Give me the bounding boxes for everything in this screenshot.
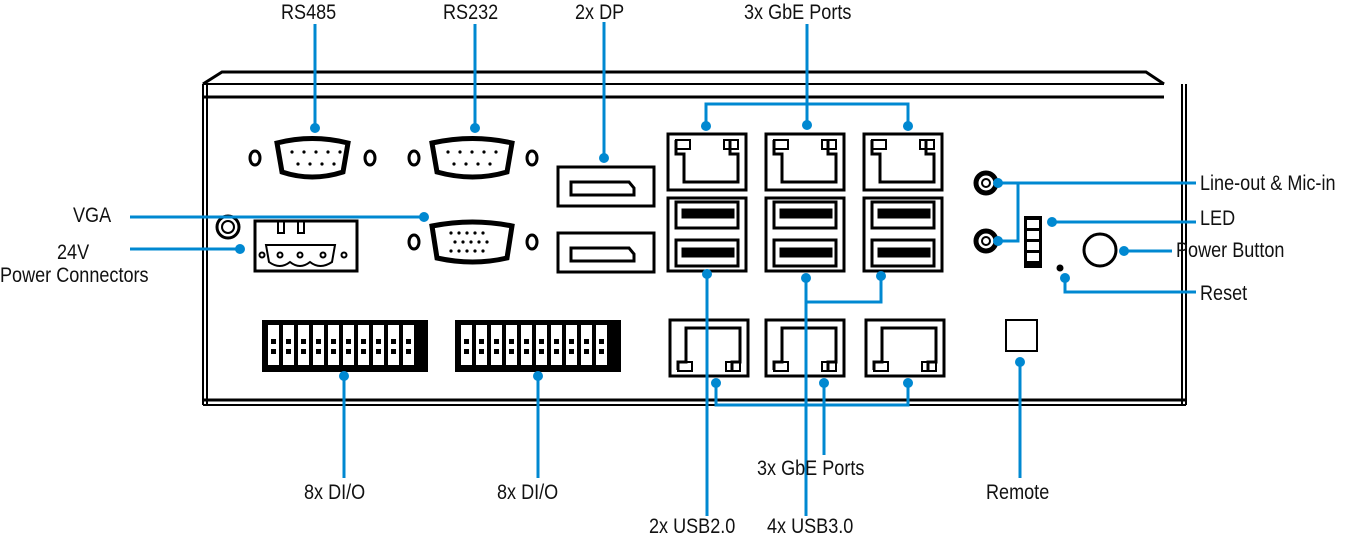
label-remote: Remote bbox=[986, 481, 1050, 504]
label-power-button: Power Button bbox=[1176, 239, 1285, 262]
remote-connector-icon bbox=[1005, 319, 1038, 352]
leader-lines bbox=[130, 22, 1196, 516]
label-power-connectors: Power Connectors bbox=[0, 264, 149, 287]
audio-jacks-icon bbox=[973, 170, 999, 254]
reset-button-icon bbox=[1056, 264, 1064, 272]
usb-ports-icon bbox=[666, 196, 944, 273]
label-gbe-top: 3x GbE Ports bbox=[744, 1, 852, 24]
vga-connector-icon bbox=[407, 219, 539, 265]
label-dp: 2x DP bbox=[575, 1, 625, 24]
label-gbe-bottom: 3x GbE Ports bbox=[757, 457, 865, 480]
dio-block-2-icon bbox=[455, 320, 621, 372]
label-dio-2: 8x DI/O bbox=[497, 481, 559, 504]
label-24v: 24V bbox=[57, 241, 90, 264]
label-line-out-mic-in: Line-out & Mic-in bbox=[1200, 172, 1336, 195]
dio-block-1-icon bbox=[262, 320, 428, 372]
label-usb2: 2x USB2.0 bbox=[649, 515, 736, 538]
power-button-icon bbox=[1082, 232, 1118, 268]
label-led: LED bbox=[1200, 207, 1236, 230]
label-reset: Reset bbox=[1200, 282, 1248, 305]
label-rs485: RS485 bbox=[281, 1, 337, 24]
power-connector-icon bbox=[215, 214, 359, 273]
displayport-icon bbox=[556, 165, 656, 274]
chassis bbox=[202, 70, 1187, 406]
led-indicator-icon bbox=[1024, 216, 1042, 268]
gbe-top-ports-icon bbox=[666, 132, 944, 192]
label-dio-1: 8x DI/O bbox=[304, 481, 366, 504]
label-usb3: 4x USB3.0 bbox=[767, 515, 854, 538]
rs485-connector-icon bbox=[248, 136, 377, 180]
rs232-connector-icon bbox=[407, 136, 539, 180]
leader-dots bbox=[235, 120, 1129, 388]
label-rs232: RS232 bbox=[443, 1, 499, 24]
label-vga: VGA bbox=[73, 204, 112, 227]
